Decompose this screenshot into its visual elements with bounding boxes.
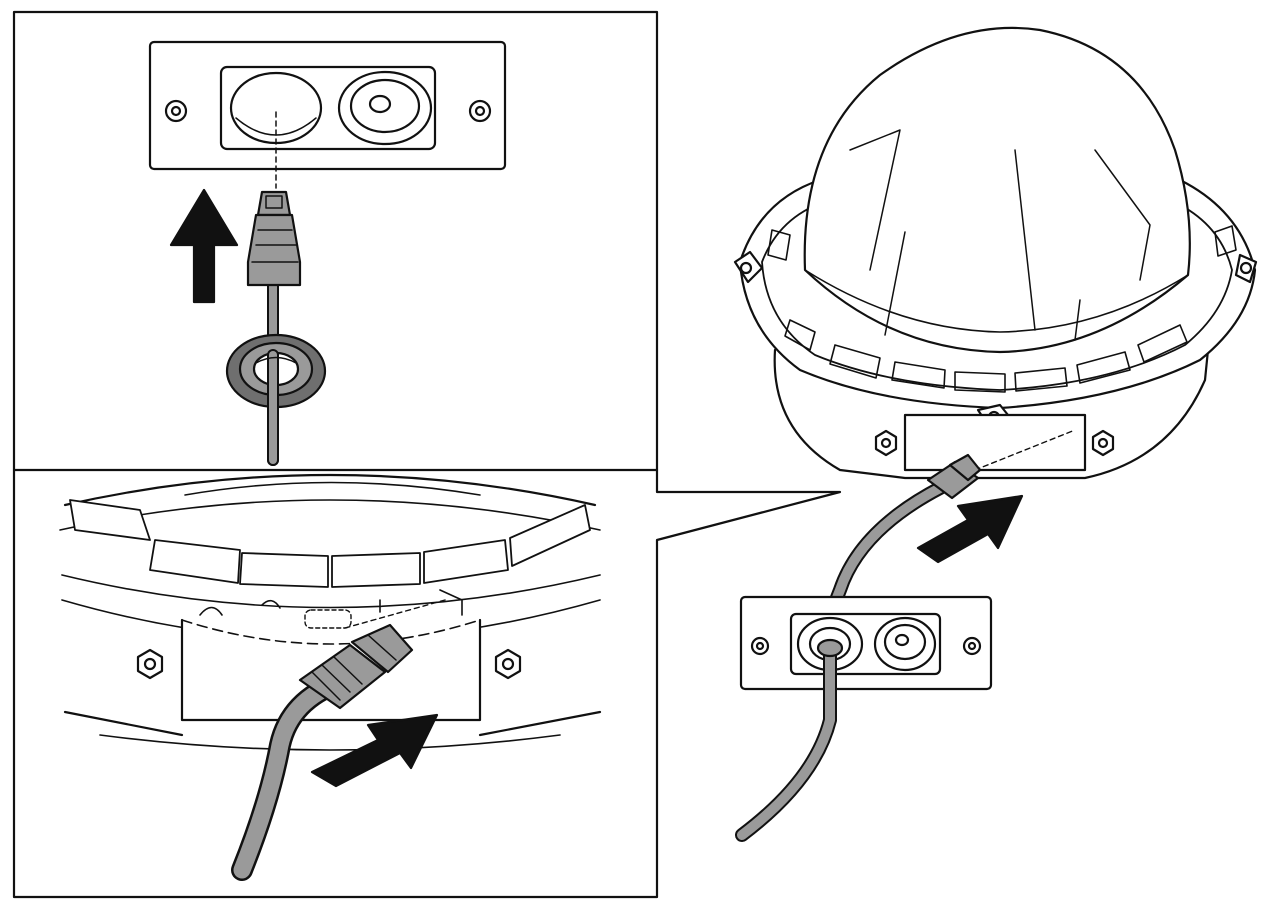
nut-icon — [874, 429, 898, 457]
nut-icon — [136, 648, 164, 680]
rj45-plug-icon — [298, 623, 414, 710]
nut-icon — [1091, 429, 1115, 457]
rj45-plug-icon — [246, 190, 302, 287]
screw-icon — [750, 636, 770, 656]
mount-plate-bottom — [739, 595, 993, 691]
guide-line — [344, 599, 446, 629]
nut-icon — [494, 648, 522, 680]
dome-camera-overview — [733, 26, 1258, 842]
ring-fins — [767, 225, 1237, 393]
rj45-plug-icon — [926, 453, 982, 500]
cable-grommet-icon — [225, 333, 327, 466]
bottom-detail-panel — [59, 473, 602, 881]
callout-frame — [12, 10, 842, 899]
mount-plate-top — [148, 40, 507, 171]
top-detail-panel — [148, 40, 507, 466]
housing-fins — [69, 499, 591, 588]
base-port-panel — [903, 413, 1087, 472]
mount-ear — [733, 250, 764, 284]
arrow-up-icon — [169, 188, 239, 304]
dome-cover — [803, 26, 1191, 354]
mount-ear — [1234, 253, 1258, 284]
arrow-insert-icon — [310, 713, 439, 788]
cable — [233, 673, 349, 879]
guide-line — [974, 429, 1076, 471]
cable — [737, 645, 835, 840]
screw-icon — [962, 636, 982, 656]
arrow-insert-icon — [916, 494, 1024, 564]
dome-reflections — [849, 129, 1151, 341]
